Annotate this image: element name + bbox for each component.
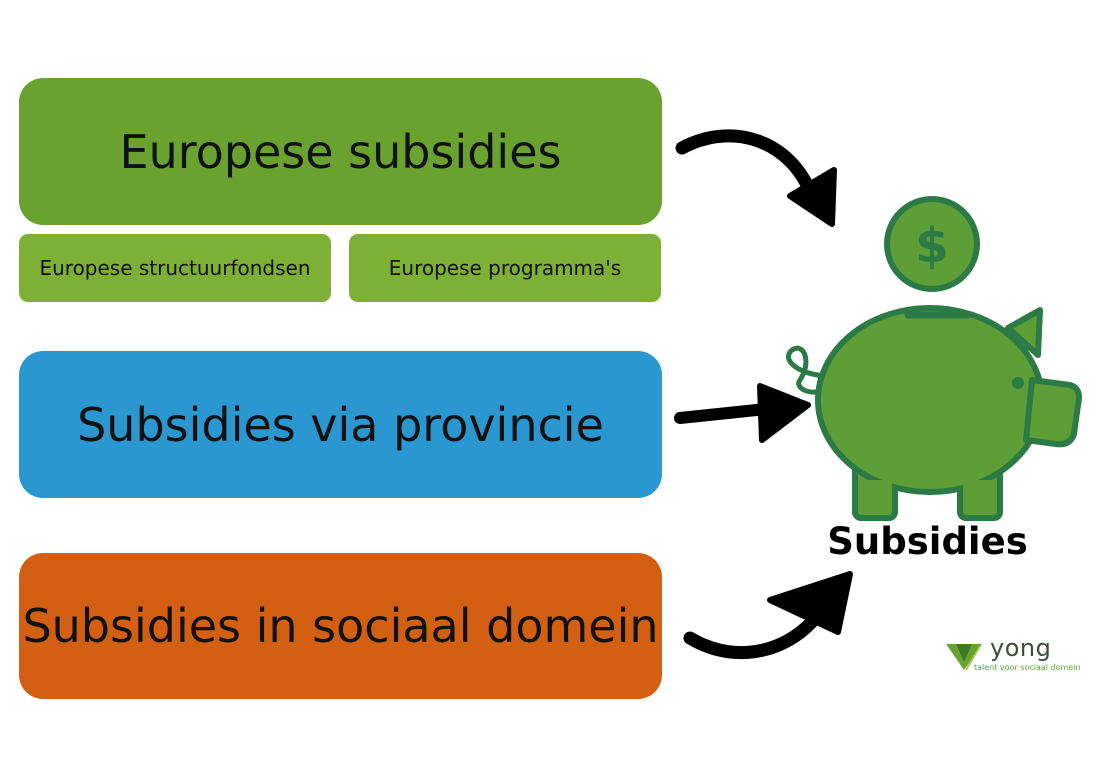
yong-logo bbox=[946, 644, 982, 671]
coin-icon: $ bbox=[884, 196, 980, 292]
europese-subsidies-box: Europese subsidies bbox=[19, 78, 662, 225]
subsidies-provincie-label: Subsidies via provincie bbox=[77, 397, 604, 452]
europese-structuurfondsen-label: Europese structuurfondsen bbox=[39, 256, 311, 280]
arrow-middle bbox=[674, 383, 811, 443]
logo-wordmark: yong bbox=[990, 634, 1052, 662]
subsidies-sociaal-domein-label: Subsidies in sociaal domein bbox=[22, 599, 659, 653]
piggy-bank-icon: $ bbox=[786, 196, 1082, 521]
arrow-bottom bbox=[683, 571, 853, 660]
piggy-bank-label: Subsidies bbox=[827, 520, 1028, 563]
coin-symbol: $ bbox=[915, 218, 948, 274]
europese-structuurfondsen-box: Europese structuurfondsen bbox=[19, 234, 331, 302]
logo-tagline: talent voor sociaal domein bbox=[974, 663, 1081, 672]
europese-programmas-box: Europese programma's bbox=[349, 234, 661, 302]
europese-programmas-label: Europese programma's bbox=[388, 256, 622, 280]
arrow-top bbox=[675, 129, 837, 227]
europese-subsidies-label: Europese subsidies bbox=[119, 124, 562, 179]
subsidies-provincie-box: Subsidies via provincie bbox=[19, 351, 662, 498]
subsidies-sociaal-domein-box: Subsidies in sociaal domein bbox=[19, 553, 662, 699]
